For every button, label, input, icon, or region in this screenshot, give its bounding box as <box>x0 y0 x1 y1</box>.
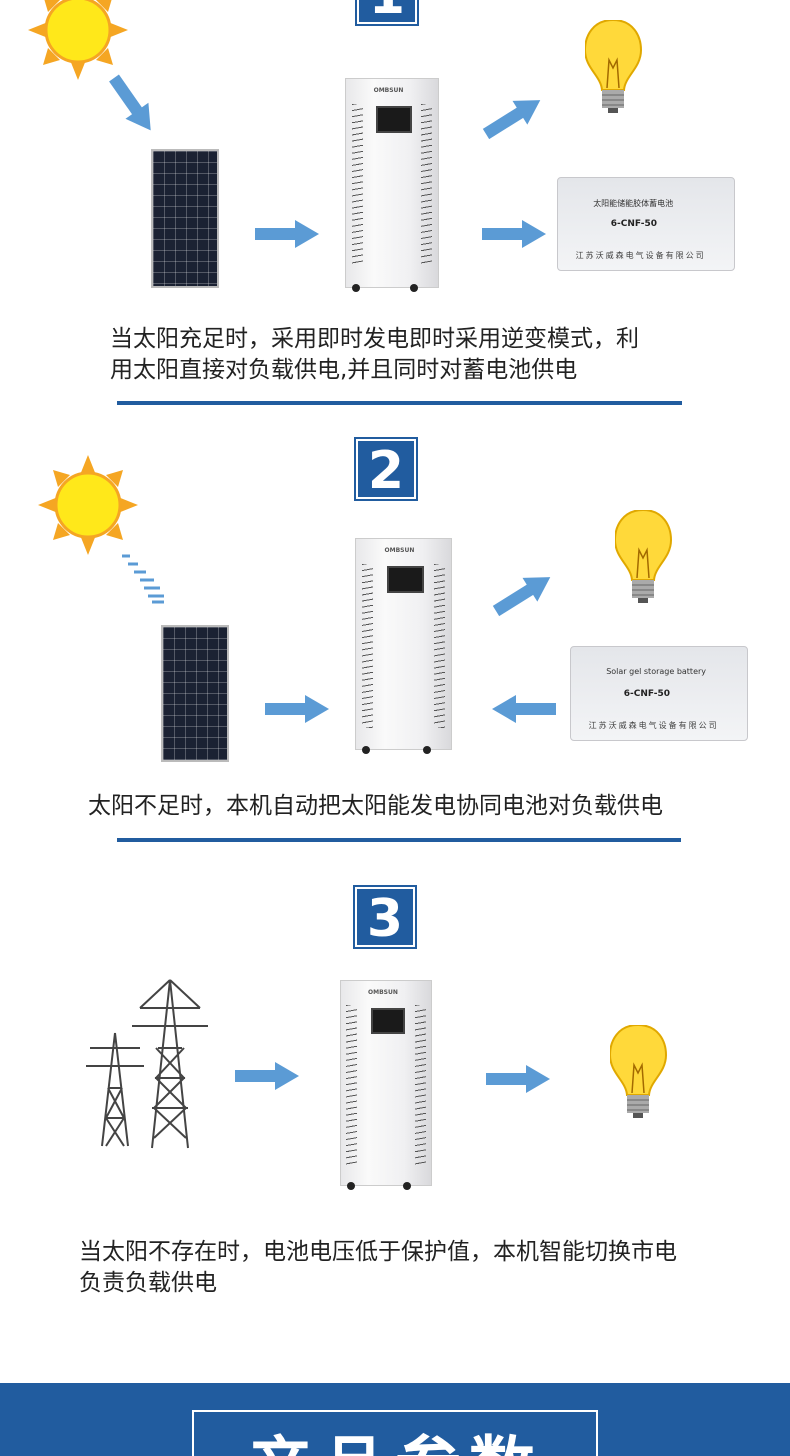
step-1-text: 当太阳充足时，采用即时发电即时采用逆变模式，利用太阳直接对负载供电,并且同时对蓄… <box>110 326 639 383</box>
power-tower-icon <box>86 979 208 1149</box>
light-bulb-icon <box>610 1025 667 1119</box>
battery-subtitle: Solar gel storage battery <box>606 667 707 677</box>
section-header-band <box>0 1383 790 1456</box>
inverter: OMBSUN <box>355 538 452 754</box>
divider <box>117 838 681 842</box>
arrow-left <box>492 695 556 723</box>
solar-panel <box>151 149 219 288</box>
sun-icon <box>38 455 138 555</box>
arrow-right <box>235 1062 299 1090</box>
battery-title: 太阳能储能胶体蓄电池 <box>593 199 674 209</box>
inverter: OMBSUN <box>340 980 432 1190</box>
battery-maker: 江苏沃威森电气设备有限公司 <box>588 720 719 730</box>
sun-icon <box>28 0 128 80</box>
step-3-text: 当太阳不存在时，电池电压低于保护值，本机智能切换市电负责负载供电 <box>79 1239 677 1296</box>
arrow-right <box>255 220 319 248</box>
battery-maker: 江苏沃威森电气设备有限公司 <box>575 250 706 260</box>
arrow-right <box>265 695 329 723</box>
inverter-brand: OMBSUN <box>384 547 415 555</box>
sunlight-arrow <box>108 72 156 134</box>
step-2-text: 太阳不足时，本机自动把太阳能发电协同电池对负载供电 <box>88 793 663 819</box>
step-badge-2: 2 <box>354 437 418 501</box>
divider <box>117 401 682 405</box>
arrow-up-right <box>492 573 556 619</box>
inverter: OMBSUN <box>345 78 439 292</box>
battery: Solar gel storage battery 6-CNF-50 江苏沃威森电气… <box>570 646 748 741</box>
arrow-right <box>482 220 546 248</box>
arrow-right <box>486 1065 550 1093</box>
weak-sunlight-arrow <box>122 554 164 604</box>
step-badge-3: 3 <box>353 885 417 949</box>
light-bulb-icon <box>615 510 672 604</box>
battery-model: 6-CNF-50 <box>623 688 671 699</box>
light-bulb-icon <box>585 20 642 114</box>
arrow-up-right <box>482 96 546 142</box>
battery: 太阳能储能胶体蓄电池 6-CNF-50 江苏沃威森电气设备有限公司 <box>557 177 735 271</box>
section-header-title: 产品参数 <box>194 1414 596 1456</box>
solar-panel <box>161 625 229 762</box>
step-badge-1: 1 <box>355 0 419 26</box>
battery-model: 6-CNF-50 <box>610 219 658 230</box>
inverter-brand: OMBSUN <box>368 989 398 997</box>
section-header-box: 产品参数 <box>192 1410 598 1456</box>
inverter-brand: OMBSUN <box>373 87 404 95</box>
